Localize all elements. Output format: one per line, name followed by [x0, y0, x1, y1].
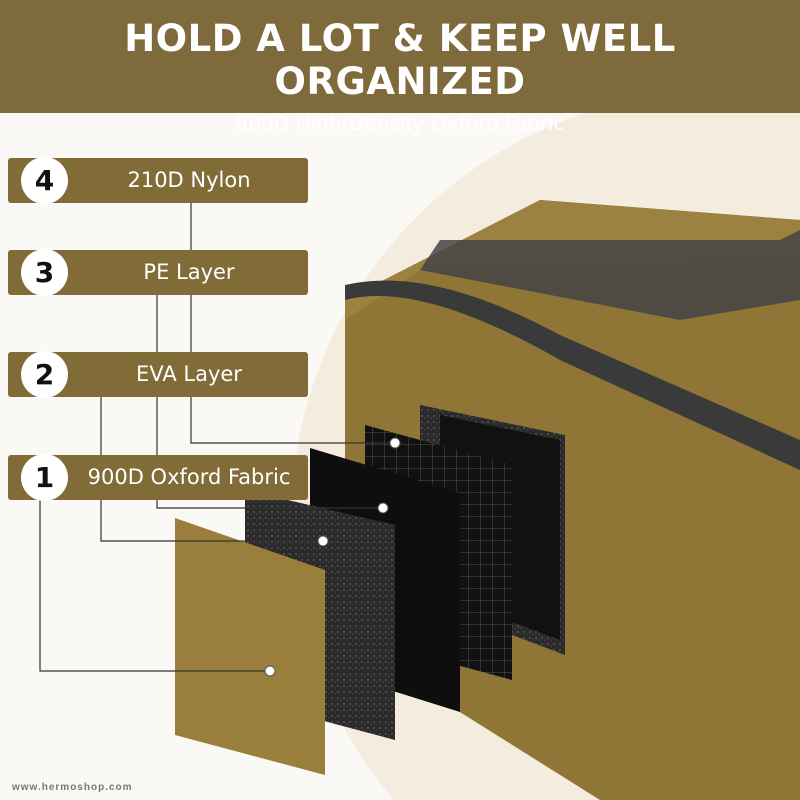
layer-label-2: 2 EVA Layer	[8, 351, 308, 398]
page-subtitle: 900D High-Density Oxford Fabric	[235, 111, 565, 135]
layer-number-badge: 2	[21, 351, 68, 398]
layer-number-badge: 3	[21, 249, 68, 296]
layer-label-text: 900D Oxford Fabric	[87, 465, 291, 489]
layer-oxford	[175, 518, 325, 775]
handle-strap	[420, 230, 800, 320]
layer-label-4: 4 210D Nylon	[8, 157, 308, 204]
layer-label-text: PE Layer	[143, 260, 235, 284]
watermark: www.hermoshop.com	[12, 782, 133, 793]
layer-label-text: EVA Layer	[136, 362, 242, 386]
layer-label-3: 3 PE Layer	[8, 249, 308, 296]
page-title: HOLD A LOT & KEEP WELL ORGANIZED	[124, 17, 676, 103]
header-banner: HOLD A LOT & KEEP WELL ORGANIZED 900D Hi…	[0, 0, 800, 135]
layer-label-1: 1 900D Oxford Fabric	[8, 454, 308, 501]
connector-dots	[264, 437, 401, 677]
layer-number-badge: 1	[21, 454, 68, 501]
layer-label-text: 210D Nylon	[127, 168, 251, 192]
layer-number-badge: 4	[21, 157, 68, 204]
